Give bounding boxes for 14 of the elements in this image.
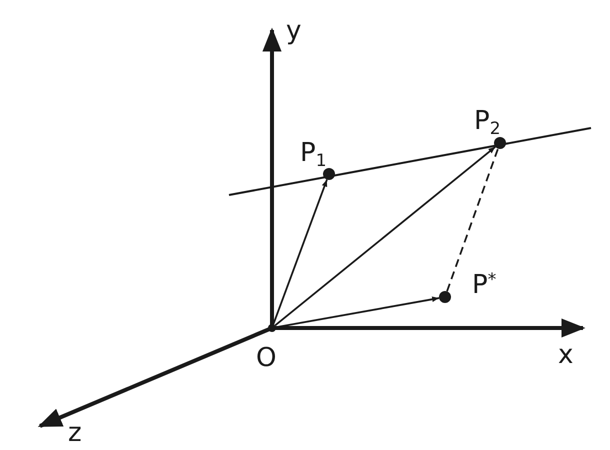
point-label: O <box>256 345 276 371</box>
connector-line <box>446 148 499 292</box>
point-dot <box>323 168 335 180</box>
point-dot <box>439 291 451 303</box>
origin-point <box>268 324 276 332</box>
point-label: P$_{1}$ <box>300 140 327 170</box>
axis-label: y <box>286 18 302 44</box>
vector-arrow <box>276 296 440 328</box>
vector-arrow <box>274 146 496 326</box>
axis-label: z <box>68 420 82 446</box>
point-label: P$^{*}$ <box>472 272 496 298</box>
axis-label: x <box>558 342 574 368</box>
point-dot <box>494 137 506 149</box>
point-label: P$_{2}$ <box>474 108 501 138</box>
